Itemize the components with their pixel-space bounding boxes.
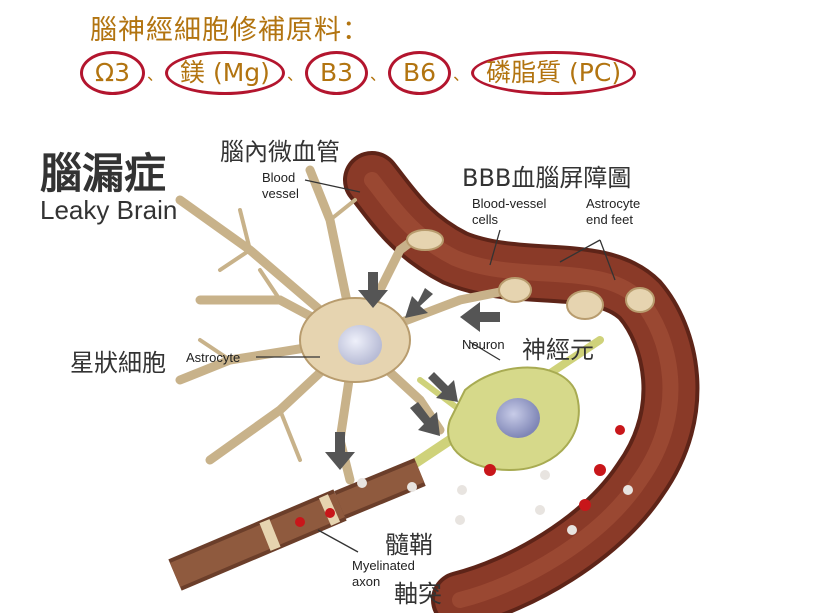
neuron-label-en: Neuron bbox=[462, 337, 505, 352]
myelinated-axon-label: Myelinated axon bbox=[352, 558, 415, 589]
blood-cell bbox=[579, 499, 591, 511]
molecule-dot bbox=[325, 508, 335, 518]
leaky-brain-title-en: Leaky Brain bbox=[40, 195, 178, 225]
nutrient-list: Ω3 、 鎂 (Mg) 、 B3 、 B6 、 磷脂質 (PC) bbox=[80, 50, 637, 96]
bbb-label: BBB血腦屏障圖 bbox=[462, 164, 632, 192]
nutrient-phosphatidylcholine: 磷脂質 (PC) bbox=[471, 51, 637, 95]
astrocyte-label-zh: 星狀細胞 bbox=[70, 349, 166, 377]
separator: 、 bbox=[286, 65, 303, 84]
astrocyte-label-en: Astrocyte bbox=[186, 350, 241, 365]
myelin-label: 髓鞘 bbox=[385, 531, 433, 559]
nutrient-b3: B3 bbox=[304, 51, 369, 95]
blood-cell bbox=[594, 464, 606, 476]
astrocyte-nucleus bbox=[338, 325, 382, 365]
molecule-dot bbox=[407, 482, 417, 492]
blood-cell bbox=[540, 470, 550, 480]
molecule-dot bbox=[295, 517, 305, 527]
nutrient-magnesium: 鎂 (Mg) bbox=[165, 51, 285, 95]
molecule-dot bbox=[484, 464, 496, 476]
leader-lines bbox=[256, 179, 616, 553]
neuron-label-zh: 神經元 bbox=[522, 336, 594, 364]
molecule-dot bbox=[357, 478, 367, 488]
astrocyte-end-feet-label: Astrocyte end feet bbox=[586, 196, 641, 227]
leaky-brain-title-zh: 腦漏症 bbox=[40, 149, 167, 198]
flow-arrows bbox=[325, 272, 500, 470]
blood-cell bbox=[535, 505, 545, 515]
blood-vessel-label: Blood vessel bbox=[262, 170, 299, 201]
blood-vessel-cells-label: Blood-vessel cells bbox=[472, 196, 547, 227]
myelinated-axon bbox=[168, 458, 496, 591]
blood-cell bbox=[623, 485, 633, 495]
molecule-dot bbox=[457, 485, 467, 495]
neuron-nucleus bbox=[496, 398, 540, 438]
page-heading: 腦神經細胞修補原料： bbox=[90, 15, 370, 46]
molecule-dot bbox=[455, 515, 465, 525]
nutrient-b6: B6 bbox=[388, 51, 452, 95]
separator: 、 bbox=[453, 65, 470, 84]
microvessel-label: 腦內微血管 bbox=[220, 138, 340, 166]
astrocyte-end-feet bbox=[406, 229, 655, 320]
separator: 、 bbox=[147, 65, 164, 84]
blood-vessel bbox=[343, 151, 700, 613]
nutrient-omega3: Ω3 bbox=[80, 51, 146, 95]
blood-cell bbox=[615, 425, 625, 435]
blood-cell bbox=[567, 525, 577, 535]
axon-label: 軸突 bbox=[394, 580, 442, 608]
separator: 、 bbox=[370, 65, 387, 84]
